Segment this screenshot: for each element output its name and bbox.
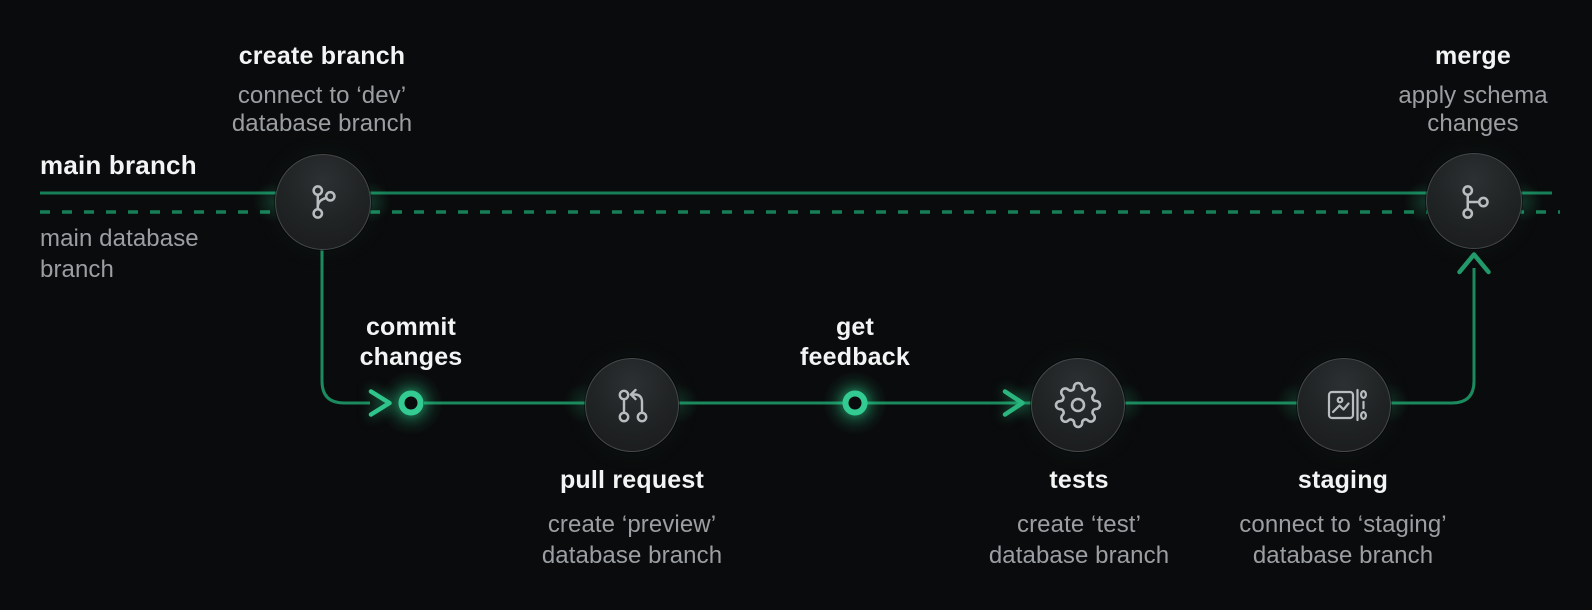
staging-label: staging connect to ‘staging’ database br… xyxy=(1239,465,1446,571)
commit-arrow-icon xyxy=(368,389,392,417)
step-subtitle-line: database branch xyxy=(988,542,1170,569)
step-subtitle-line: create ‘preview’ xyxy=(547,511,717,538)
step-title-line: feedback xyxy=(800,343,910,371)
step-subtitle-line: database branch xyxy=(1252,542,1434,569)
main-branch-label: main branch xyxy=(40,150,197,180)
git-branch-icon xyxy=(312,185,336,219)
track-title: main branch xyxy=(40,150,197,180)
feature-branch-return-path xyxy=(424,268,1476,405)
merge-label: merge apply schema changes xyxy=(1398,41,1547,138)
merge-node xyxy=(1426,153,1522,249)
tests-node xyxy=(1031,358,1125,452)
step-subtitle-line: database branch xyxy=(231,110,413,137)
step-subtitle-line: apply schema xyxy=(1398,82,1548,109)
commit-point-ring xyxy=(398,390,424,416)
step-title: merge xyxy=(1434,42,1512,70)
git-merge-icon xyxy=(1462,185,1489,219)
step-subtitle-line: changes xyxy=(1427,110,1519,137)
track-subtitle-line: branch xyxy=(40,256,114,283)
step-subtitle-line: connect to ‘staging’ xyxy=(1239,511,1447,538)
step-title: pull request xyxy=(559,466,705,494)
merge-arrow-icon xyxy=(1457,252,1491,275)
pull-request-label: pull request create ‘preview’ database b… xyxy=(542,465,722,571)
create-branch-node xyxy=(275,154,371,250)
gear-icon xyxy=(1054,381,1102,429)
staging-node xyxy=(1297,358,1391,452)
create-branch-label: create branch connect to ‘dev’ database … xyxy=(232,41,412,138)
tests-label: tests create ‘test’ database branch xyxy=(989,465,1169,571)
git-pull-request-icon xyxy=(618,388,648,423)
feature-branch-path xyxy=(320,246,370,405)
step-title-line: get xyxy=(835,313,875,341)
step-title: create branch xyxy=(238,42,406,70)
main-database-branch-label: main database branch xyxy=(40,223,199,285)
pull-request-node xyxy=(585,358,679,452)
track-subtitle-line: main database xyxy=(40,225,199,252)
feedback-point-ring xyxy=(842,390,868,416)
step-subtitle-line: database branch xyxy=(541,542,723,569)
get-feedback-label: get feedback xyxy=(800,312,910,372)
step-title-line: commit xyxy=(365,313,457,341)
image-to-binary-icon xyxy=(1327,388,1367,422)
step-title: staging xyxy=(1297,466,1389,494)
step-title-line: changes xyxy=(359,343,463,371)
step-subtitle-line: create ‘test’ xyxy=(1016,511,1142,538)
tests-arrow-icon xyxy=(1002,389,1025,417)
step-subtitle-line: connect to ‘dev’ xyxy=(237,82,407,109)
commit-changes-label: commit changes xyxy=(360,312,463,372)
step-title: tests xyxy=(1049,466,1109,494)
